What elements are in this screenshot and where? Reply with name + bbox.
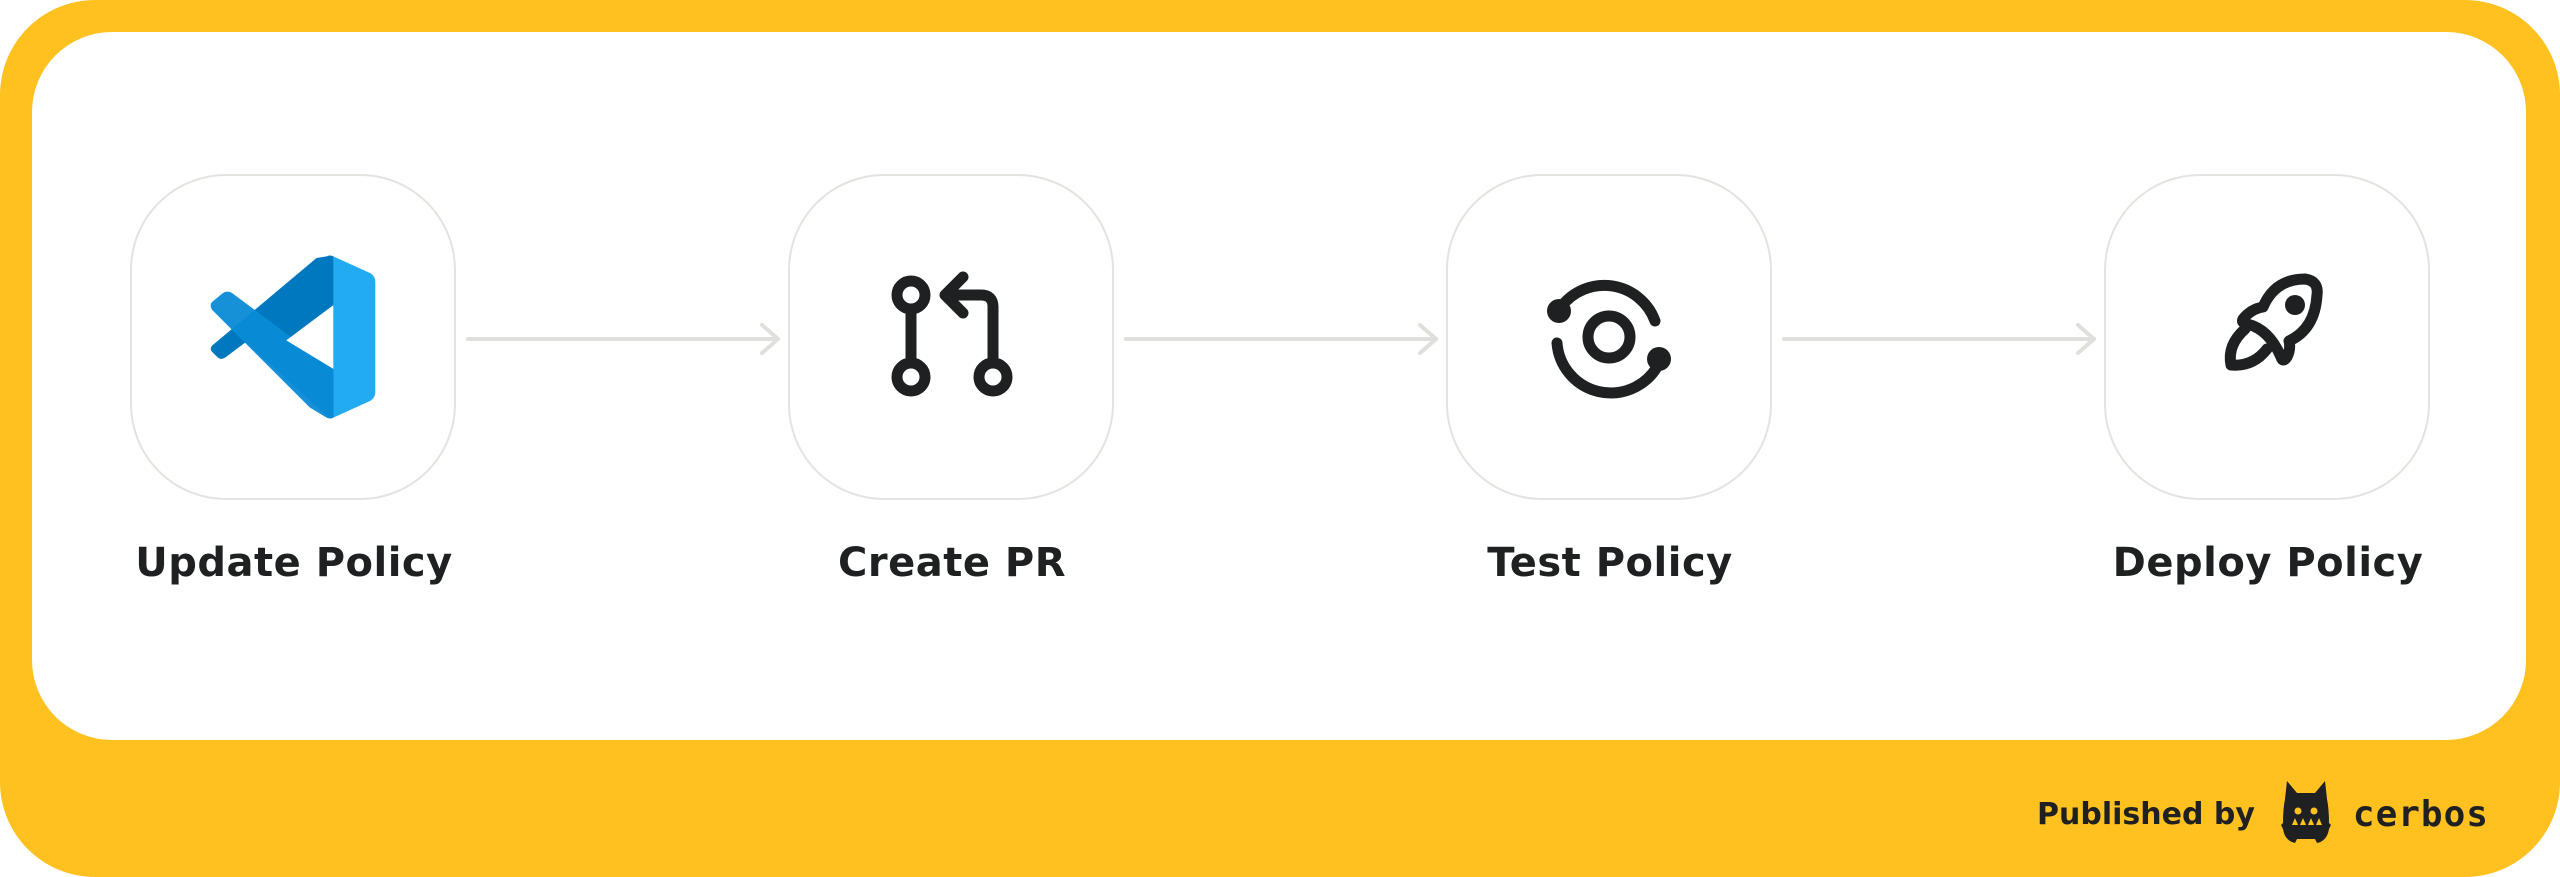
step-deploy-policy: Deploy Policy bbox=[2104, 174, 2432, 586]
git-pull-request-icon bbox=[881, 267, 1021, 407]
rocket-icon bbox=[2197, 267, 2337, 407]
step-create-pr: Create PR bbox=[788, 174, 1116, 586]
step-label: Update Policy bbox=[135, 540, 453, 586]
step-label: Test Policy bbox=[1487, 540, 1733, 586]
step-test-policy: Test Policy bbox=[1446, 174, 1774, 586]
step-tile bbox=[1446, 174, 1772, 500]
step-tile bbox=[788, 174, 1114, 500]
published-by-label: Published by bbox=[2037, 796, 2255, 832]
step-tile bbox=[130, 174, 456, 500]
step-update-policy: Update Policy bbox=[130, 174, 458, 586]
test-cycle-icon bbox=[1539, 267, 1679, 407]
vscode-icon bbox=[209, 253, 377, 421]
step-label: Deploy Policy bbox=[2112, 540, 2424, 586]
step-label: Create PR bbox=[838, 540, 1066, 586]
step-tile bbox=[2104, 174, 2430, 500]
cerbos-wordmark: cerbos bbox=[2352, 793, 2489, 835]
arrow-right-icon bbox=[464, 322, 784, 356]
arrow-right-icon bbox=[1122, 322, 1442, 356]
arrow-right-icon bbox=[1780, 322, 2100, 356]
cerbos-mascot-icon bbox=[2280, 779, 2331, 849]
publisher-footer: Published by cerbos bbox=[2037, 778, 2489, 850]
